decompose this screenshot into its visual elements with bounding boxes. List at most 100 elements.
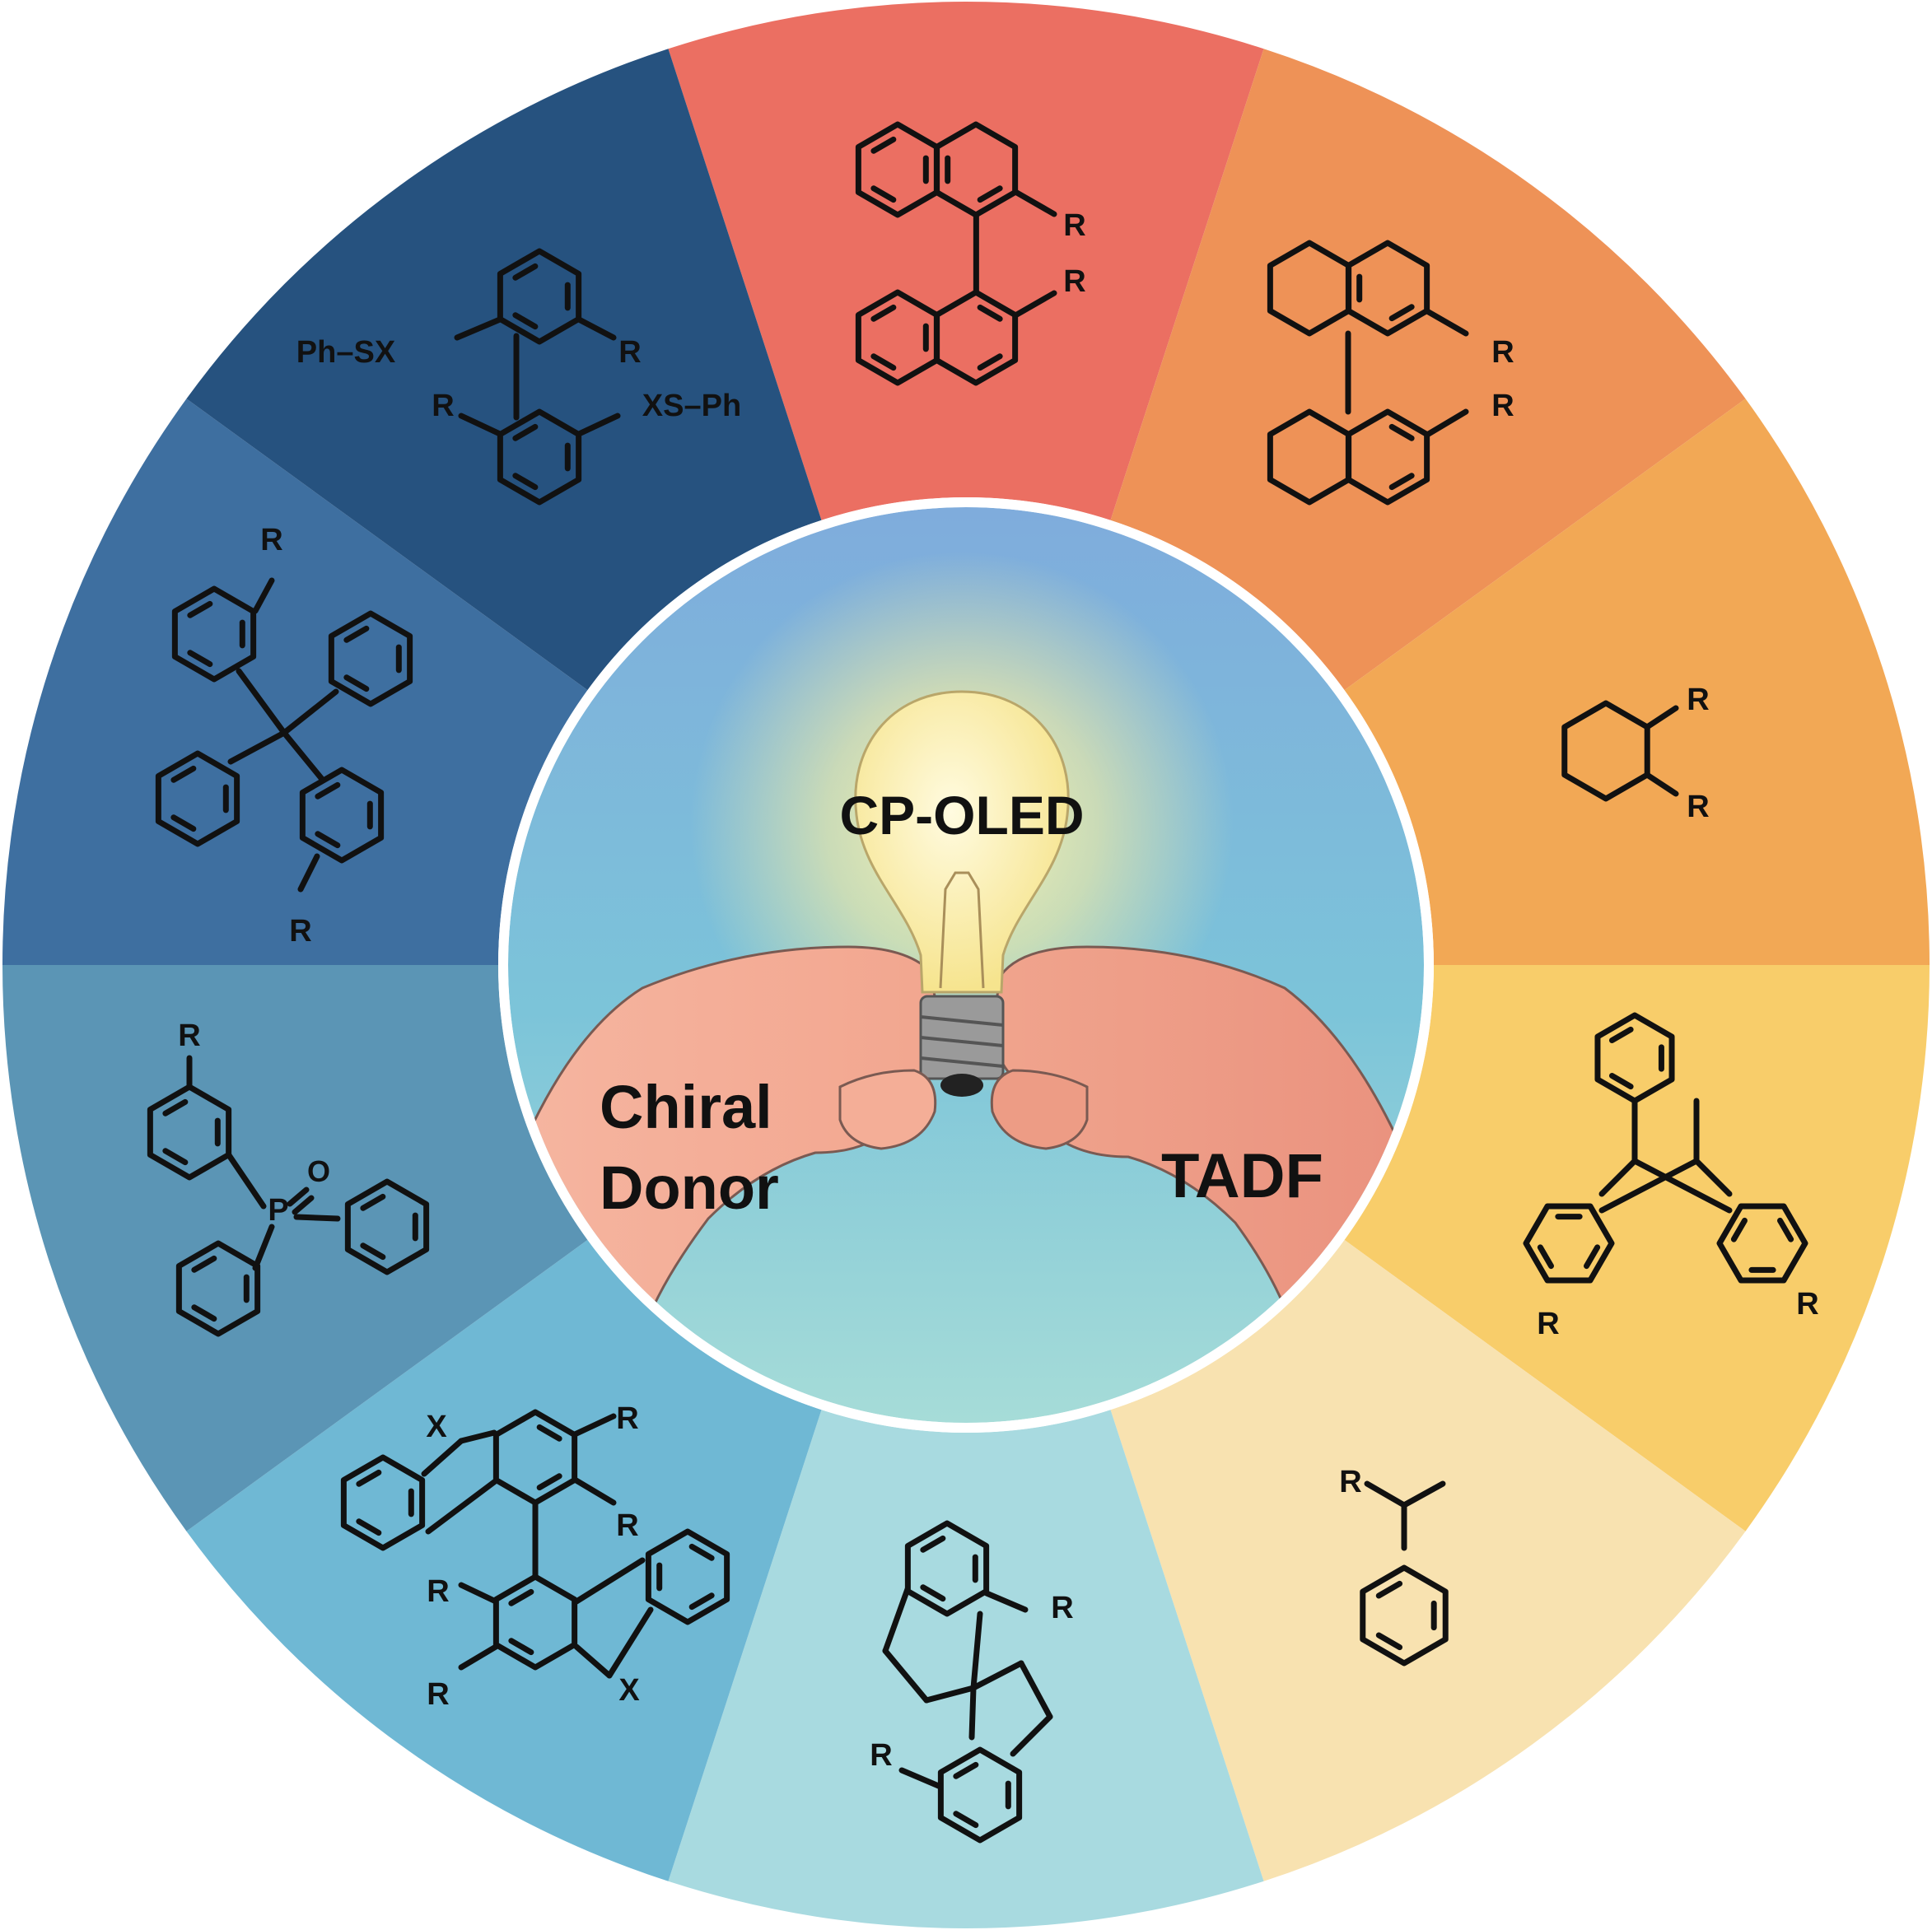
atom-label: R [618,335,641,370]
bond [1012,290,1057,319]
atom-label: R [178,1019,200,1053]
bond [923,1685,977,1704]
atom-label: R [1491,389,1514,423]
double-bond [512,312,539,330]
molecule-binaphthyl: RR [855,121,1086,386]
segment-spirobiindane [668,1403,1264,1928]
benzene-ring [1360,1564,1449,1667]
double-bond [315,781,341,800]
double-bond [870,304,897,322]
bond [898,1767,944,1790]
benzene-ring [904,1520,990,1617]
bond [236,668,287,736]
bond [572,1476,617,1506]
double-bond [1608,1026,1634,1043]
atom-label: X [426,1410,447,1444]
benzene-ring [1345,240,1430,337]
atom-label: R [432,389,454,423]
atom-label: O [307,1154,330,1188]
bond [882,1586,911,1654]
bond [572,1413,617,1438]
molecule-triptycene: RR [1523,1012,1819,1341]
bond [292,1195,315,1215]
bond [458,413,503,437]
bond [1364,1480,1407,1508]
double-bond [1388,423,1415,441]
bond [1693,1158,1733,1197]
double-bond [360,1193,386,1211]
double-bond [512,423,539,441]
double-bond [315,831,341,849]
double-bond [1375,1580,1403,1599]
bond [983,1590,1029,1613]
double-bond [1777,1217,1794,1242]
bond [576,413,621,437]
double-bond [187,650,213,668]
bond [1631,1158,1733,1214]
segment-octahydro-binaphthyl [1108,49,1746,694]
double-bond [191,1304,217,1322]
atom-label: X [618,1673,640,1708]
double-bond [1537,1244,1554,1270]
bond [1010,1713,1053,1757]
double-bond [920,1584,946,1602]
bond [882,1648,930,1704]
bond [1424,408,1469,438]
bond [970,1611,983,1691]
atom-label: R [616,1508,638,1543]
double-bond [977,353,1003,371]
atom-label: R [1796,1287,1818,1322]
double-bond [508,1588,534,1606]
benzene-ring [299,767,385,864]
atom-label: R [260,523,282,557]
segment-spirobifluorene [2,399,593,965]
bond [458,1429,497,1444]
benzene-ring [344,1178,430,1275]
double-bond [536,1424,562,1442]
double-bond [1584,1244,1601,1270]
bond [968,1685,977,1741]
bond [281,688,339,736]
atom-label: XS–Ph [642,389,741,423]
atom-label: R [1063,264,1085,299]
benzene-ring [937,1746,1023,1844]
double-bond [191,1255,217,1273]
benzene-ring [155,750,240,847]
double-bond [356,1518,382,1536]
double-bond [170,814,197,832]
atom-label: Ph–SX [296,335,396,370]
double-bond [1375,1632,1403,1651]
bond [1598,1158,1700,1214]
double-bond [343,674,370,692]
double-bond [870,353,897,371]
benzene-ring [340,1454,426,1551]
double-bond [512,263,539,281]
atom-label: R [1491,335,1514,370]
double-bond [170,765,197,783]
double-bond [688,1592,715,1611]
bulb-tip [940,1074,983,1097]
bond [454,316,503,341]
molecule-spirobiindane: RR [870,1520,1074,1844]
atom-label: R [1063,208,1085,243]
atom-label: R [1537,1307,1559,1341]
segment-biphenyl-thioether [186,49,824,694]
bond [1424,308,1469,337]
bond [1012,189,1057,217]
double-bond [343,625,370,643]
molecule-cyclohexane: RR [1561,683,1710,824]
left-label-chiral: Chiral [600,1073,772,1141]
double-bond [187,600,213,618]
left-thumb [838,1069,937,1150]
double-bond [953,1761,979,1779]
double-bond [162,1148,189,1166]
bond [573,1557,646,1605]
double-bond [870,136,897,154]
double-bond [977,304,1003,322]
bond [252,577,275,614]
molecule-spirobifluorene: RR [155,523,413,949]
